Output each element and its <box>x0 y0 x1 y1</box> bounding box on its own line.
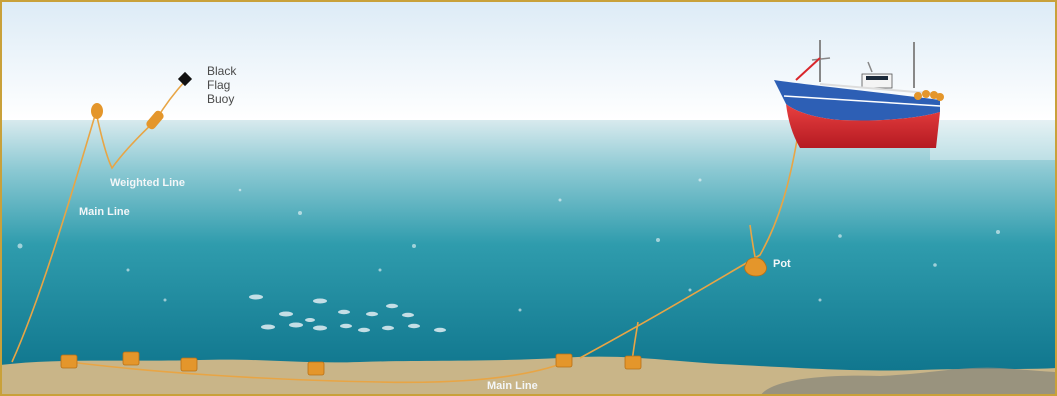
main-line-bottom-label: Main Line <box>487 380 538 392</box>
main-line-bottom <box>69 361 567 384</box>
pot-icon <box>60 257 767 376</box>
water <box>0 120 1057 396</box>
pot-label: Pot <box>773 258 791 270</box>
buoy-label-line-1: Black <box>207 64 237 78</box>
surface-haze <box>930 120 1057 160</box>
buoy-label-line-2: Flag <box>207 78 231 92</box>
bubbles <box>17 178 1000 312</box>
main-line-left-label: Main Line <box>79 206 130 218</box>
weighted-line <box>95 111 157 170</box>
weight-float-icon <box>146 110 164 130</box>
weighted-line-label: Weighted Line <box>110 177 185 189</box>
seabed-rock <box>760 367 1057 396</box>
main-line-left <box>11 111 97 363</box>
buoy-label: Black Flag Buoy <box>207 64 236 106</box>
boat-icon <box>774 40 944 148</box>
buoy-label-line-3: Buoy <box>207 92 235 106</box>
fish-icon <box>249 294 446 333</box>
float-icon <box>91 103 103 119</box>
